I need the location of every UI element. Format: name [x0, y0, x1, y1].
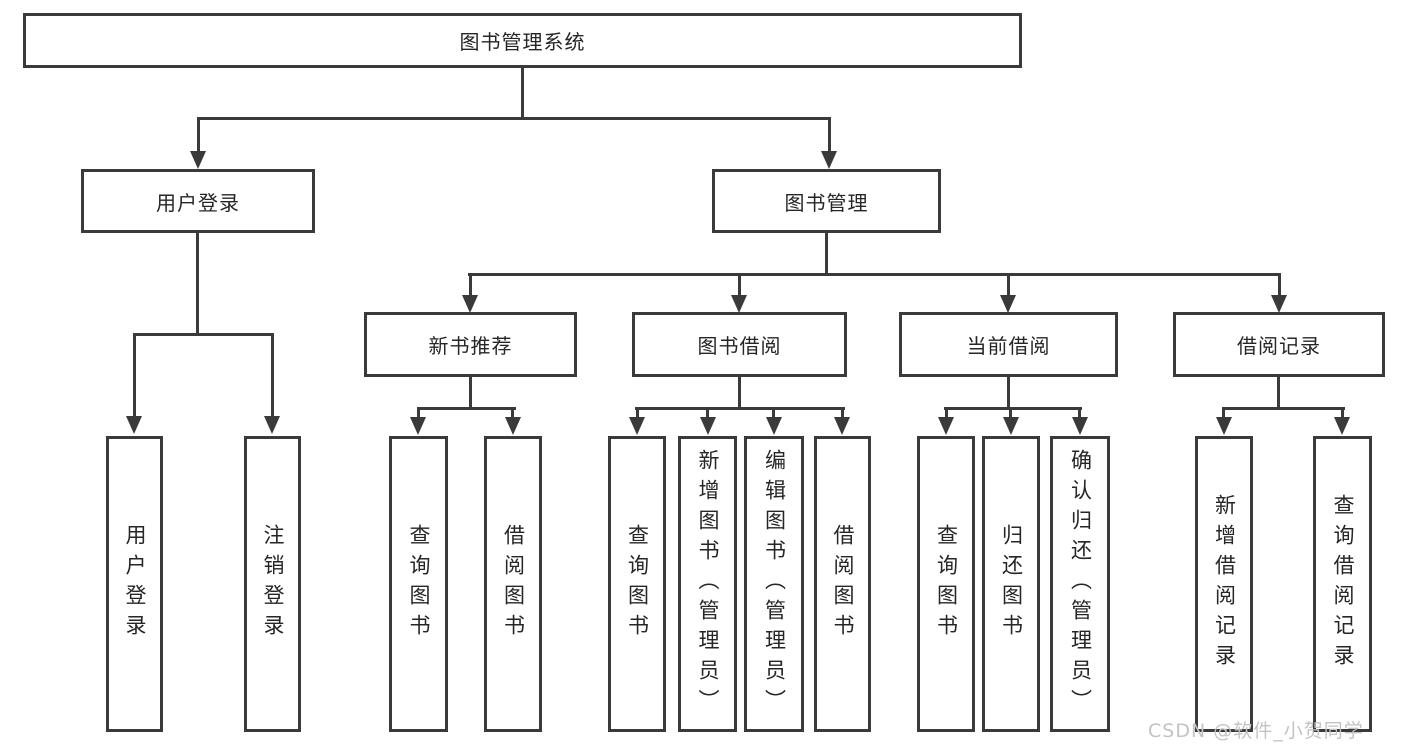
- connector-level3-stem: [1278, 273, 1281, 297]
- leaf-confirm-return-admin: 确认归还（管理员）: [1050, 436, 1110, 732]
- leaf-query-books-current: 查询图书: [917, 436, 975, 732]
- arrow-down-icon: [821, 151, 837, 169]
- connector-leaf-stem: [945, 407, 948, 419]
- leaf-return-books: 归还图书: [982, 436, 1040, 732]
- connector-leaf-stem: [511, 407, 514, 419]
- arrow-down-icon: [1216, 417, 1232, 435]
- connector-down: [1007, 377, 1010, 409]
- leaf-query-books-recommend: 查询图书: [389, 436, 448, 732]
- connector-root-stem: [521, 68, 524, 119]
- connector-down: [1277, 377, 1280, 409]
- arrow-down-icon: [462, 295, 478, 313]
- arrow-down-icon: [1072, 417, 1088, 435]
- connector-branch: [944, 407, 1082, 410]
- node-root-label: 图书管理系统: [459, 30, 586, 54]
- arrow-down-icon: [834, 417, 850, 435]
- node-book-management: 图书管理: [712, 169, 941, 233]
- connector-userlogin-branch: [133, 333, 274, 336]
- arrow-down-icon: [410, 417, 426, 435]
- arrow-down-icon: [731, 295, 747, 313]
- node-book-management-label: 图书管理: [784, 190, 869, 215]
- leaf-logout: 注销登录: [244, 436, 301, 732]
- leaf-query-books-current-label: 查询图书: [934, 524, 959, 644]
- node-book-borrow: 图书借阅: [632, 312, 847, 377]
- node-book-borrow-label: 图书借阅: [697, 334, 782, 358]
- leaf-query-books-borrow: 查询图书: [608, 436, 666, 732]
- connector-leaf-stem: [271, 333, 274, 417]
- connector-leaf-stem: [1222, 407, 1225, 419]
- arrow-down-icon: [938, 417, 954, 435]
- connector-level3-stem: [469, 273, 472, 297]
- node-borrow-record: 借阅记录: [1173, 312, 1385, 377]
- node-current-borrow: 当前借阅: [899, 312, 1118, 377]
- node-current-borrow-label: 当前借阅: [966, 334, 1051, 358]
- connector-branch: [635, 407, 845, 410]
- arrow-down-icon: [1334, 417, 1350, 435]
- leaf-edit-books-admin-label: 编辑图书（管理员）: [762, 449, 787, 719]
- arrow-down-icon: [700, 417, 716, 435]
- arrow-down-icon: [1271, 295, 1287, 313]
- leaf-borrow-books-label: 借阅图书: [831, 524, 855, 644]
- connector-userlogin-stem: [197, 117, 200, 153]
- node-user-login: 用户登录: [81, 169, 315, 233]
- leaf-logout-label: 注销登录: [261, 524, 285, 644]
- connector-userlogin-down: [196, 233, 199, 335]
- connector-root-branch: [197, 117, 831, 120]
- node-user-login-label: 用户登录: [156, 190, 240, 215]
- connector-bookmgmt-down: [825, 233, 828, 275]
- arrow-down-icon: [190, 151, 206, 169]
- connector-bookmgmt-stem: [828, 117, 831, 153]
- leaf-return-books-label: 归还图书: [999, 524, 1024, 644]
- leaf-borrow-books-recommend: 借阅图书: [484, 436, 542, 732]
- connector-leaf-stem: [706, 407, 709, 419]
- connector-leaf-stem: [1078, 407, 1081, 419]
- leaf-query-borrow-record: 查询借阅记录: [1313, 436, 1372, 732]
- csdn-watermark: CSDN @软件_小贺同学: [1148, 720, 1364, 742]
- node-borrow-record-label: 借阅记录: [1237, 334, 1321, 358]
- arrow-down-icon: [629, 417, 645, 435]
- arrow-down-icon: [505, 417, 521, 435]
- connector-down: [738, 377, 741, 409]
- connector-level3-stem: [738, 273, 741, 297]
- connector-leaf-stem: [772, 407, 775, 419]
- node-new-book-recommend: 新书推荐: [364, 312, 577, 377]
- arrow-down-icon: [766, 417, 782, 435]
- arrow-down-icon: [264, 416, 280, 434]
- arrow-down-icon: [126, 416, 142, 434]
- leaf-confirm-return-admin-label: 确认归还（管理员）: [1068, 449, 1093, 719]
- arrow-down-icon: [1000, 295, 1016, 313]
- leaf-borrow-books-recommend-label: 借阅图书: [501, 524, 526, 644]
- connector-leaf-stem: [841, 407, 844, 419]
- leaf-edit-books-admin: 编辑图书（管理员）: [744, 436, 804, 732]
- leaf-query-books-recommend-label: 查询图书: [407, 524, 431, 644]
- connector-level3-stem: [1007, 273, 1010, 297]
- node-new-book-recommend-label: 新书推荐: [428, 334, 513, 358]
- leaf-query-books-borrow-label: 查询图书: [625, 524, 650, 644]
- leaf-borrow-books: 借阅图书: [814, 436, 871, 732]
- arrow-down-icon: [1003, 417, 1019, 435]
- leaf-query-borrow-record-label: 查询借阅记录: [1331, 494, 1355, 674]
- connector-bookmgmt-branch: [468, 273, 1281, 276]
- connector-branch: [1222, 407, 1345, 410]
- connector-branch: [417, 407, 516, 410]
- leaf-add-borrow-record-label: 新增借阅记录: [1212, 494, 1237, 674]
- leaf-add-books-admin-label: 新增图书（管理员）: [696, 449, 720, 719]
- connector-leaf-stem: [133, 333, 136, 417]
- connector-leaf-stem: [1341, 407, 1344, 419]
- connector-leaf-stem: [636, 407, 639, 419]
- connector-leaf-stem: [417, 407, 420, 419]
- leaf-user-login-label: 用户登录: [123, 524, 147, 644]
- connector-down: [469, 377, 472, 409]
- leaf-add-books-admin: 新增图书（管理员）: [678, 436, 737, 732]
- leaf-user-login: 用户登录: [106, 436, 163, 732]
- node-root: 图书管理系统: [23, 13, 1022, 68]
- connector-leaf-stem: [1009, 407, 1012, 419]
- leaf-add-borrow-record: 新增借阅记录: [1195, 436, 1253, 732]
